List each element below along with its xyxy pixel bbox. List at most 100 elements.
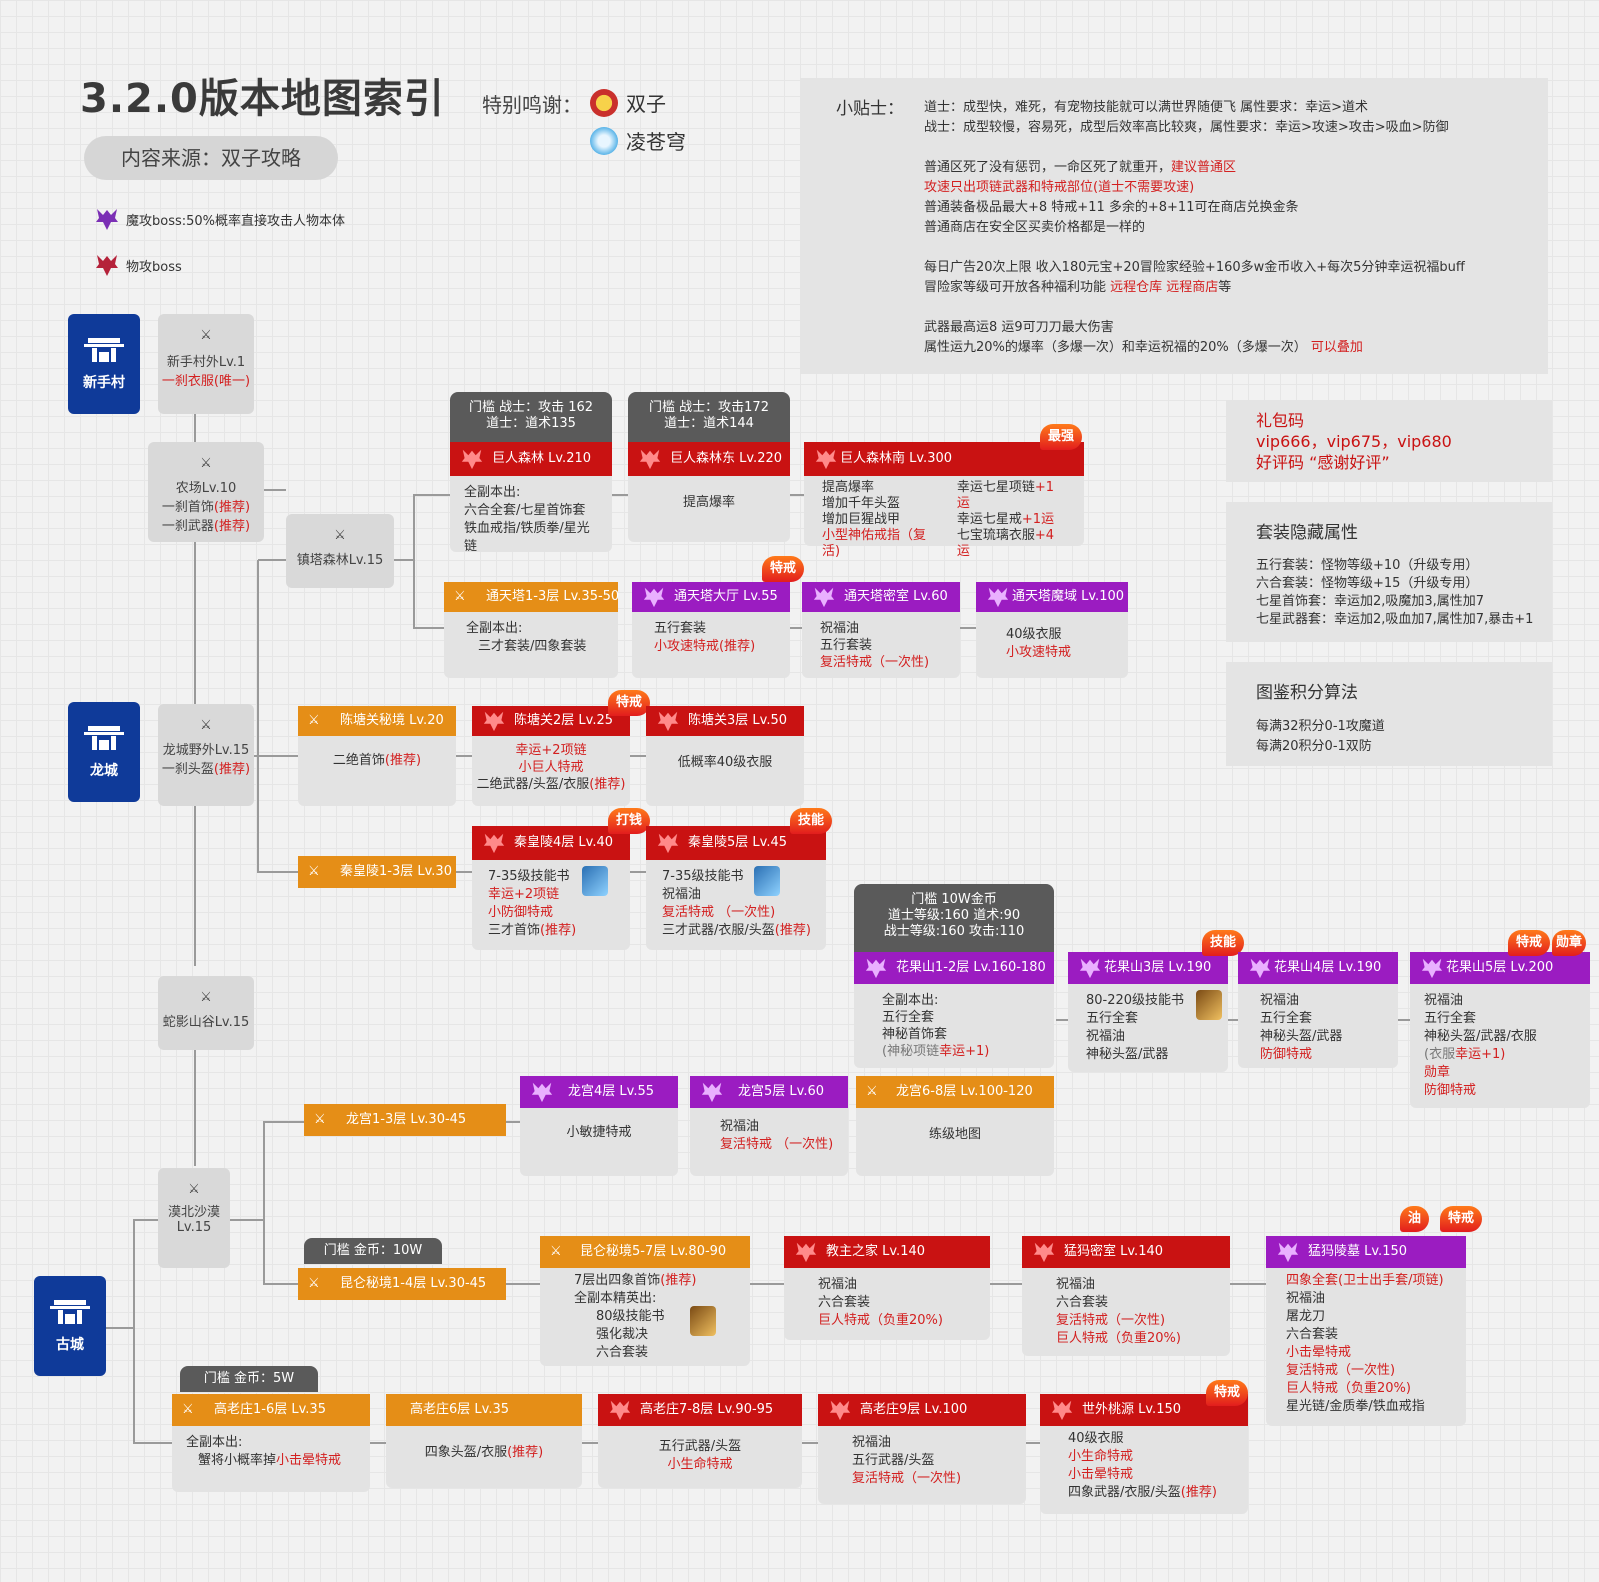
map-card-dragon-palace-5[interactable]: 龙宫5层 Lv.60 祝福油复活特戒 （一次性): [690, 1076, 848, 1176]
gate-requirement: 门槛 金币：10W: [304, 1238, 442, 1264]
map-card-outer-paradise[interactable]: 世外桃源 Lv.150 40级衣服小生命特戒小击晕特戒四象武器/衣服/头盔(推荐…: [1040, 1394, 1248, 1514]
crossed-swords-icon: ⚔: [200, 328, 212, 343]
physical-boss-icon: [657, 711, 679, 732]
tip-line: 武器最高运8 运9可刀刀最大伤害: [924, 320, 1114, 335]
physical-boss-icon: [96, 255, 118, 276]
badge-special-ring: 特戒: [1440, 1206, 1483, 1232]
legend-physical: 物攻boss: [94, 252, 182, 278]
tips-panel: [800, 78, 1548, 374]
crossed-swords-icon: ⚔: [866, 1084, 878, 1099]
review-code: 好评码 “感谢好评”: [1256, 453, 1390, 472]
gate-requirement: 门槛 金币：5W: [180, 1366, 318, 1392]
badge-skill: 技能: [1202, 930, 1245, 956]
map-card-chentang-2[interactable]: 陈塘关2层 Lv.25 幸运+2项链小巨人特戒二绝武器/头盔/衣服(推荐): [472, 706, 630, 806]
magic-boss-icon: [813, 587, 835, 608]
map-card-qinhuang-5[interactable]: 秦皇陵5层 Lv.45 7-35级技能书祝福油复活特戒 （一次性)三才武器/衣服…: [646, 826, 826, 950]
crossed-swords-icon: ⚔: [182, 1402, 194, 1417]
badge-money: 打钱: [608, 808, 651, 834]
tip-line: 冒险家等级可开放各种福利功能 远程仓库 远程商店等: [924, 280, 1232, 295]
map-card-huaguo-5[interactable]: 花果山5层 Lv.200 祝福油五行全套神秘头盔/武器/衣服(衣服幸运+1)勋章…: [1410, 952, 1590, 1108]
magic-boss-icon: [1421, 958, 1443, 979]
field-dragon-outside[interactable]: ⚔ 龙城野外Lv.15 一刹头盔(推荐): [158, 704, 254, 806]
map-card-tongtian-demon[interactable]: 通天塔魔域 Lv.100 40级衣服小攻速特戒: [976, 582, 1128, 678]
physical-boss-icon: [795, 1242, 817, 1263]
crossed-swords-icon: ⚔: [200, 718, 212, 733]
physical-boss-icon: [1033, 1242, 1055, 1263]
map-card-gaolao-6[interactable]: 高老庄6层 Lv.35 四象头盔/衣服(推荐): [386, 1394, 582, 1488]
suit-attributes-panel: 套装隐藏属性 五行套装：怪物等级+10（升级专用） 六合套装：怪物等级+15（升…: [1226, 502, 1552, 642]
thanks-name: 凌苍穹: [626, 130, 686, 154]
avatar-icon: [590, 126, 618, 155]
score-title: 图鉴积分算法: [1256, 683, 1358, 703]
crossed-swords-icon: ⚔: [334, 528, 346, 543]
badge-strongest: 最强: [1040, 424, 1083, 450]
gift-code-panel: 礼包码 vip666，vip675，vip680 好评码 “感谢好评”: [1226, 400, 1552, 482]
skill-book-icon: [582, 866, 608, 896]
physical-boss-icon: [815, 449, 837, 470]
map-card-dragon-palace-1-3[interactable]: ⚔龙宫1-3层 Lv.30-45: [304, 1104, 506, 1136]
gate-icon: [84, 338, 124, 362]
map-card-mammoth-chamber[interactable]: 猛犸密室 Lv.140 祝福油六合套装复活特戒（一次性)巨人特戒（负重20%): [1022, 1236, 1230, 1356]
map-card-gaolao-1-6[interactable]: ⚔高老庄1-6层 Lv.35 全副本出:蟹将小概率掉小击晕特戒: [172, 1394, 370, 1492]
field-snake-valley[interactable]: ⚔ 蛇影山谷Lv.15: [158, 976, 254, 1050]
map-card-chentang-secret[interactable]: ⚔陈塘关秘境 Lv.20 二绝首饰(推荐): [298, 706, 456, 806]
field-novice-outside[interactable]: ⚔ 新手村外Lv.1 一刹衣服(唯一): [158, 314, 254, 414]
thanks-name: 双子: [626, 92, 666, 116]
field-mobei-desert[interactable]: ⚔ 漠北沙漠 Lv.15: [158, 1168, 230, 1268]
crossed-swords-icon: ⚔: [314, 1112, 326, 1127]
physical-boss-icon: [657, 833, 679, 854]
badge-special-ring: 特戒: [1508, 930, 1551, 956]
map-card-giant-forest[interactable]: 巨人森林 Lv.210 全副本出:六合全套/七星首饰套铁血戒指/铁质拳/星光链: [450, 442, 612, 554]
magic-boss-icon: [1249, 958, 1271, 979]
map-card-tongtian-secret[interactable]: 通天塔密室 Lv.60 祝福油五行套装复活特戒（一次性): [802, 582, 960, 678]
legend-magic: 魔攻boss:50%概率直接攻击人物本体: [94, 206, 345, 232]
skill-book-icon: [1196, 990, 1222, 1020]
crossed-swords-icon: ⚔: [550, 1244, 562, 1259]
gate-icon: [50, 1300, 90, 1324]
physical-boss-icon: [639, 449, 661, 470]
map-card-gaolao-7-8[interactable]: 高老庄7-8层 Lv.90-95 五行武器/头盔小生命特戒: [598, 1394, 802, 1488]
crossed-swords-icon: ⚔: [308, 713, 320, 728]
badge-skill: 技能: [790, 808, 833, 834]
map-card-tongtian-hall[interactable]: 通天塔大厅 Lv.55 五行套装小攻速特戒(推荐): [632, 582, 790, 678]
map-card-gaolao-9[interactable]: 高老庄9层 Lv.100 祝福油五行武器/头盔复活特戒（一次性): [818, 1394, 1026, 1504]
suit-title: 套装隐藏属性: [1256, 523, 1358, 543]
gift-codes: vip666，vip675，vip680: [1256, 432, 1452, 451]
map-card-tongtian-1-3[interactable]: ⚔通天塔1-3层 Lv.35-50 全副本出:三才套装/四象套装: [444, 582, 619, 678]
map-card-mammoth-tomb[interactable]: 猛犸陵墓 Lv.150 四象全套(卫士出手套/项链)祝福油屠龙刀六合套装小击晕特…: [1266, 1236, 1466, 1426]
map-card-kunlun-5-7[interactable]: ⚔昆仑秘境5-7层 Lv.80-90 7层出四象首饰(推荐)全副本精英出:80级…: [540, 1236, 750, 1366]
crossed-swords-icon: ⚔: [308, 864, 320, 879]
avatar-icon: [590, 88, 618, 117]
map-card-huaguo-4[interactable]: 花果山4层 Lv.190 祝福油五行全套神秘头盔/武器防御特戒: [1238, 952, 1398, 1068]
tip-line: 每日广告20次上限 收入180元宝+20冒险家经验+160多w金币收入+每次5分…: [924, 260, 1465, 275]
thanks-item-1: 双子: [590, 88, 666, 117]
town-old[interactable]: 古城: [34, 1276, 106, 1376]
map-card-kunlun-1-4[interactable]: ⚔昆仑秘境1-4层 Lv.30-45: [298, 1268, 506, 1300]
town-dragon[interactable]: 龙城: [68, 702, 140, 802]
map-card-chentang-3[interactable]: 陈塘关3层 Lv.50 低概率40级衣服: [646, 706, 804, 806]
physical-boss-icon: [829, 1400, 851, 1421]
map-card-huaguo-1-2[interactable]: 花果山1-2层 Lv.160-180 全副本出:五行全套神秘首饰套(神秘项链幸运…: [854, 952, 1054, 1068]
magic-boss-icon: [701, 1082, 723, 1103]
map-card-qinhuang-1-3[interactable]: ⚔秦皇陵1-3层 Lv.30: [298, 856, 456, 888]
physical-boss-icon: [461, 449, 483, 470]
field-zhenta-forest[interactable]: ⚔ 镇塔森林Lv.15: [286, 514, 394, 588]
crossed-swords-icon: ⚔: [200, 990, 212, 1005]
map-card-leader-home[interactable]: 教主之家 Lv.140 祝福油六合套装巨人特戒（负重20%): [784, 1236, 990, 1340]
tip-line: 普通商店在安全区买卖价格都是一样的: [924, 220, 1146, 235]
badge-special-ring: 特戒: [1206, 1380, 1249, 1406]
map-card-dragon-palace-6-8[interactable]: ⚔龙宫6-8层 Lv.100-120 练级地图: [856, 1076, 1054, 1176]
map-card-dragon-palace-4[interactable]: 龙宫4层 Lv.55 小敏捷特戒: [520, 1076, 678, 1176]
map-card-giant-forest-east[interactable]: 巨人森林东 Lv.220 提高爆率: [628, 442, 790, 542]
crossed-swords-icon: ⚔: [200, 456, 212, 471]
gift-title: 礼包码: [1256, 411, 1305, 430]
field-farm[interactable]: ⚔ 农场Lv.10 一刹首饰(推荐) 一刹武器(推荐): [148, 442, 264, 542]
physical-boss-icon: [483, 711, 505, 732]
thanks-item-2: 凌苍穹: [590, 126, 686, 155]
score-panel: 图鉴积分算法 每满32积分0-1攻魔道 每满20积分0-1双防: [1226, 662, 1552, 766]
town-novice[interactable]: 新手村: [68, 314, 140, 414]
map-card-giant-forest-south[interactable]: 巨人森林南 Lv.300 提高爆率增加千年头盔增加巨猩战甲小型神佑戒指（复活) …: [804, 442, 1084, 559]
